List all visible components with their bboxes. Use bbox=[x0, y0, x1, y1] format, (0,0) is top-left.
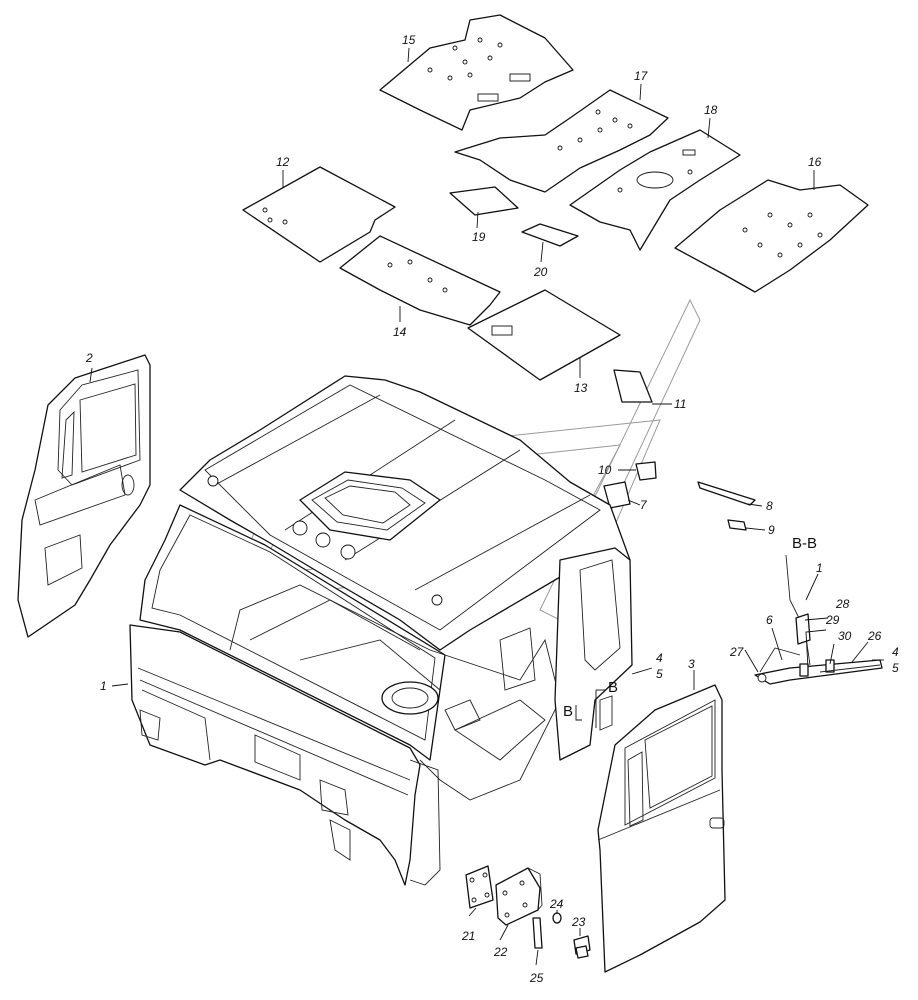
floor-mat-14 bbox=[339, 235, 501, 326]
section-mark-b bbox=[575, 689, 606, 728]
left-door-2 bbox=[17, 354, 151, 638]
washer-24 bbox=[552, 912, 562, 924]
section-callout-1: 1 bbox=[816, 561, 823, 575]
section-callout-4: 4 bbox=[892, 645, 899, 659]
pad-10 bbox=[635, 461, 657, 481]
callout-7: 7 bbox=[640, 498, 648, 512]
strip-9 bbox=[727, 519, 747, 531]
pin-25 bbox=[532, 917, 543, 949]
callout-19: 19 bbox=[472, 230, 486, 244]
insulation-pad-19 bbox=[449, 186, 519, 216]
section-mark-b-label-1: B bbox=[608, 679, 618, 696]
callout-25: 25 bbox=[529, 971, 544, 985]
callout-20: 20 bbox=[533, 265, 548, 279]
section-callout-29: 29 bbox=[825, 613, 840, 627]
callout-22: 22 bbox=[493, 945, 508, 959]
pad-11 bbox=[613, 369, 653, 403]
callout-24: 24 bbox=[549, 897, 564, 911]
strip-8 bbox=[697, 481, 756, 506]
callout-23: 23 bbox=[571, 915, 586, 929]
callout-8: 8 bbox=[766, 499, 773, 513]
section-callout-27: 27 bbox=[729, 645, 745, 659]
callout-17: 17 bbox=[634, 69, 649, 83]
insulation-pad-20 bbox=[521, 223, 579, 247]
cab-body-1 bbox=[129, 375, 633, 886]
callout-3: 3 bbox=[688, 657, 695, 671]
bolt-23 bbox=[573, 935, 591, 959]
section-callout-30: 30 bbox=[838, 629, 852, 643]
right-door-3 bbox=[597, 684, 726, 973]
hinge-plate-21 bbox=[465, 865, 494, 909]
section-callout-26: 26 bbox=[867, 629, 882, 643]
callout-12: 12 bbox=[276, 155, 290, 169]
section-bb-title: B-B bbox=[792, 535, 817, 552]
callout-15: 15 bbox=[402, 33, 416, 47]
floor-mat-13 bbox=[467, 289, 621, 381]
floor-mat-16 bbox=[674, 179, 869, 293]
floor-mat-18 bbox=[569, 129, 741, 251]
hinge-22 bbox=[495, 867, 543, 926]
leader-lines bbox=[89, 47, 884, 966]
callout-16: 16 bbox=[808, 155, 822, 169]
callout-9: 9 bbox=[768, 523, 775, 537]
floor-mat-15 bbox=[379, 14, 574, 131]
section-callout-6: 6 bbox=[766, 613, 773, 627]
callout-14: 14 bbox=[393, 325, 407, 339]
section-callout-5: 5 bbox=[892, 661, 899, 675]
callout-11: 11 bbox=[674, 397, 686, 411]
pad-7 bbox=[603, 481, 631, 509]
callout-5: 5 bbox=[656, 667, 663, 681]
callout-1: 1 bbox=[100, 679, 107, 693]
floor-mat-17 bbox=[454, 89, 669, 193]
callout-13: 13 bbox=[574, 381, 588, 395]
section-mark-b-label-2: B bbox=[563, 703, 573, 720]
callout-2: 2 bbox=[85, 351, 93, 365]
callout-4: 4 bbox=[656, 651, 663, 665]
callout-18: 18 bbox=[704, 103, 718, 117]
floor-mat-12 bbox=[242, 166, 396, 263]
callout-10: 10 bbox=[598, 463, 612, 477]
callout-21: 21 bbox=[461, 929, 475, 943]
section-callout-28: 28 bbox=[835, 597, 850, 611]
